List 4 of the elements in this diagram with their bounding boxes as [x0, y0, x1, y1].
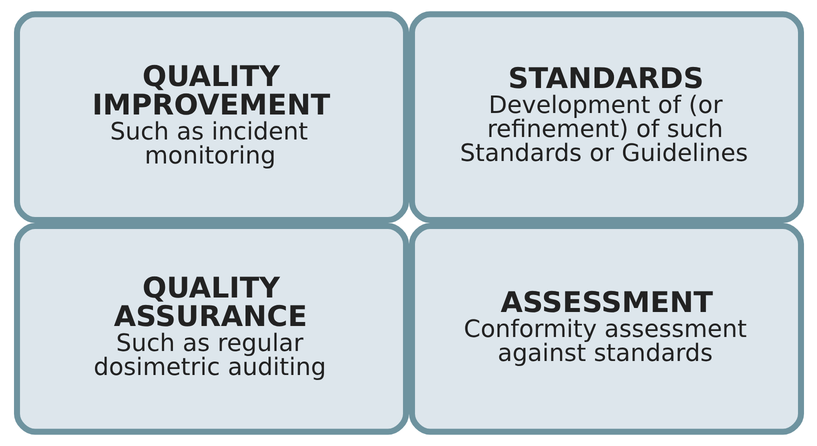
node-box: QUALITY ASSURANCE Such as regular dosimetric auditing — [14, 223, 408, 435]
node-box: ASSESSMENT Conformity assessment against standards — [408, 223, 804, 435]
node-box: STANDARDS Development of (or refinement) of such Standards or Guidelines — [408, 11, 804, 223]
node-box: QUALITY IMPROVEMENT Such as incident monitoring — [14, 11, 408, 223]
